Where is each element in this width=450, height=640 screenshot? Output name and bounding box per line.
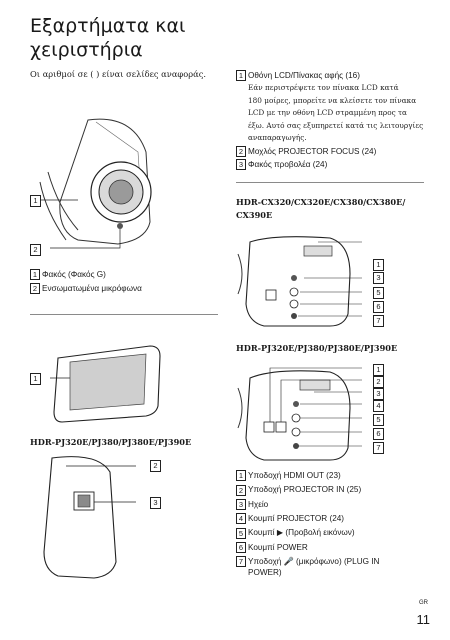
reference-note: Οι αριθμοί σε ( ) είναι σελίδες αναφοράς… — [30, 69, 207, 79]
model-heading: HDR-PJ320E/PJ380/PJ380E/PJ390E — [30, 437, 192, 447]
camcorder-front-illustration — [38, 118, 152, 249]
page-title: Εξαρτήματα και χειριστήρια — [30, 15, 186, 61]
callout-1: 1 — [30, 195, 41, 207]
callout-3: 3 — [373, 388, 384, 400]
divider — [236, 182, 424, 183]
callout-2: 2 — [150, 460, 161, 472]
model-heading: HDR-PJ320E/PJ380/PJ380E/PJ390E — [236, 343, 398, 353]
callout-1: 1 — [373, 259, 384, 271]
lcd-description: Εάν περιστρέψετε τον πίνακα LCD κατά 180… — [248, 83, 424, 142]
callout-6: 6 — [373, 301, 384, 313]
callout-5: 5 — [373, 287, 384, 299]
callout-1: 1 — [373, 364, 384, 376]
page-number: 11 — [416, 612, 431, 627]
list-item-continued: POWER) — [248, 568, 282, 578]
lcd-panel-illustration — [50, 345, 161, 423]
callout-6: 6 — [373, 428, 384, 440]
divider — [30, 314, 218, 315]
callout-4: 4 — [373, 400, 384, 412]
model-heading: HDR-CX320/CX320E/CX380/CX380E/ CX390E — [236, 197, 406, 220]
language-code: GR — [419, 600, 428, 606]
callout-2: 2 — [30, 244, 41, 256]
callout-7: 7 — [373, 315, 384, 327]
callout-1: 1 — [30, 373, 41, 385]
callout-7: 7 — [373, 442, 384, 454]
projector-side-illustration — [43, 456, 136, 579]
pj-side-panel-illustration — [237, 367, 362, 461]
cx-side-panel-illustration — [237, 236, 362, 327]
callout-3: 3 — [373, 272, 384, 284]
callout-3: 3 — [150, 497, 161, 509]
callout-5: 5 — [373, 414, 384, 426]
callout-2: 2 — [373, 376, 384, 388]
